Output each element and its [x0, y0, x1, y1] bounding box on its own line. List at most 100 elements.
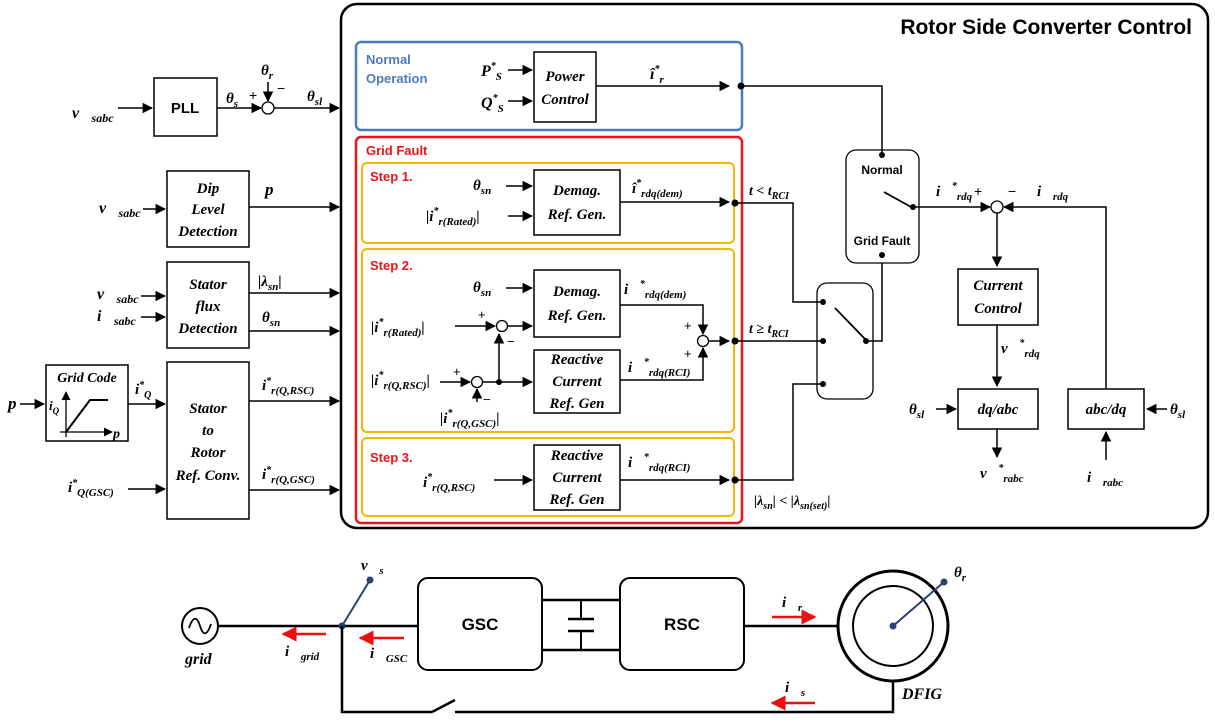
step3-label: Step 3.: [370, 450, 413, 465]
theta-s-label: θs: [226, 91, 238, 110]
v-sabc-dip-label: v⃗sabc: [99, 200, 141, 220]
ir-hat-label: î*r: [650, 64, 664, 86]
demag2-label-1: Demag.: [552, 284, 601, 300]
theta-r-dfig-label: θr: [954, 565, 967, 584]
i-r-label: i⃗r: [782, 595, 803, 614]
demag1-label-1: Demag.: [552, 183, 601, 199]
ir-dem-hat-label: î*rdq(dem): [632, 178, 683, 200]
demag1-label-2: Ref. Gen.: [547, 207, 607, 223]
theta-sl-top-label: θsl: [307, 89, 323, 108]
rsc-control-frame: [339, 2, 1210, 530]
reactive2-label-1: Reactive: [550, 352, 604, 368]
iQ-star-label: i*Q: [135, 380, 151, 401]
rotor-tip: [940, 578, 948, 586]
cc-label-1: Current: [973, 278, 1023, 294]
normal-label: Normal: [366, 52, 411, 67]
diagram-title: Rotor Side Converter Control: [900, 16, 1192, 39]
reactive-block-step3: [533, 444, 621, 511]
grid-code-x-axis: p: [112, 427, 120, 442]
minus-step2-a: −: [507, 334, 515, 349]
v-sabc-pll-label: v⃗sabc: [72, 105, 114, 125]
src-label-3: Rotor: [189, 445, 225, 461]
selector-normal-label: Normal: [861, 163, 902, 177]
demag2-label-2: Ref. Gen.: [547, 308, 607, 324]
ir-q-gsc-step2-label: |i*r(Q,GSC)|: [440, 408, 500, 430]
stator-breaker: [431, 698, 456, 714]
step2-sum-node-top: [495, 319, 509, 333]
selector-fault-label: Grid Fault: [854, 234, 911, 248]
grid-code-label: Grid Code: [57, 371, 117, 386]
step2-sum-node-bottom: [470, 375, 484, 389]
power-control-block: [533, 51, 597, 123]
dq-abc-label: dq/abc: [978, 402, 1019, 418]
p-out-label: p: [263, 180, 274, 199]
ir-rdq-star-label: i⃗*rdq: [936, 181, 973, 203]
error-sum-node: [990, 200, 1004, 214]
rsc-block: [619, 577, 745, 671]
plus-step2-c: +: [684, 318, 692, 333]
ir-rated-step2-label: |i*r(Rated)|: [371, 317, 425, 339]
i-sabc-flux-label: i⃗sabc: [97, 308, 137, 328]
src-label-1: Stator: [189, 401, 227, 417]
ir-q-rsc-out-label: i*r(Q,RSC): [262, 376, 314, 397]
operation-label: Operation: [366, 71, 427, 86]
demag-block-step2: [533, 269, 621, 338]
v-rdq-star-label: v⃗*rdq: [1001, 338, 1040, 360]
minus-error: −: [1008, 183, 1016, 199]
pll-label: PLL: [171, 100, 199, 117]
selector-contact-top: [879, 152, 885, 158]
power-label-2: Control: [541, 92, 589, 108]
minus-step2-b: −: [483, 392, 491, 407]
p-input-label: p: [6, 394, 17, 413]
i-rabc-label: i⃗rabc: [1087, 470, 1123, 489]
probe-tip: [366, 576, 374, 584]
plus-step2-a: +: [478, 307, 486, 322]
grid-fault-box: [354, 135, 744, 525]
theta-sl-dq-label: θsl: [909, 402, 925, 421]
pll-block: [153, 77, 218, 137]
dfig-label: DFIG: [901, 686, 942, 703]
theta-r-label: θr: [261, 63, 274, 82]
grid-label: grid: [184, 651, 213, 668]
power-label-1: Power: [545, 69, 584, 85]
flux-label-1: Stator: [189, 277, 227, 293]
ir-q-gsc-out-label: i*r(Q,GSC): [262, 465, 315, 486]
reactive2-label-2: Current: [552, 374, 602, 390]
step2-label: Step 2.: [370, 258, 413, 273]
gsc-block: [417, 577, 543, 671]
dip-detection-block: [166, 170, 250, 248]
ir-q-rsc-step2-label: |i*r(Q,RSC)|: [371, 370, 430, 392]
step1-label: Step 1.: [370, 169, 413, 184]
ir-rdq-label: i⃗rdq: [1037, 184, 1069, 203]
rotor-center: [889, 622, 897, 630]
src-label-4: Ref. Conv.: [175, 468, 241, 484]
ir-dem-label: i⃗*rdq(dem): [624, 279, 686, 301]
ps-star-label: P*S: [480, 61, 502, 83]
rotor-angle-indicator: [892, 581, 945, 627]
reactive3-label-2: Current: [552, 470, 602, 486]
reactive3-label-1: Reactive: [550, 448, 604, 464]
src-label-2: to: [202, 423, 214, 439]
selector-contact-bottom: [879, 252, 885, 258]
grid-code-curve: [60, 391, 113, 437]
plus-sign: +: [249, 87, 257, 103]
theta-sn-out-label: θsn: [262, 310, 280, 329]
demag-block-step1: [533, 169, 621, 236]
v-sabc-flux-label: v⃗sabc: [97, 286, 139, 306]
selector-pivot: [910, 204, 916, 210]
i-s-label: i⃗s: [785, 680, 805, 699]
gsc-label: GSC: [462, 615, 499, 634]
minus-sign: −: [277, 80, 285, 96]
dq-abc-block: [957, 388, 1039, 430]
v-s-label: v⃗s: [361, 558, 384, 577]
lambda-sn-out-label: |λsn|: [258, 274, 282, 293]
ir-rci-step2-label: i⃗*rdq(RCI): [628, 357, 690, 379]
dip-label-3: Detection: [177, 224, 237, 240]
t-lt-label: t < tRCI: [749, 184, 790, 202]
switch-contact-2: [820, 338, 826, 344]
theta-sl-abc-label: θsl: [1170, 402, 1186, 421]
qs-star-label: Q*S: [481, 93, 504, 115]
flux-label-3: Detection: [177, 321, 237, 337]
